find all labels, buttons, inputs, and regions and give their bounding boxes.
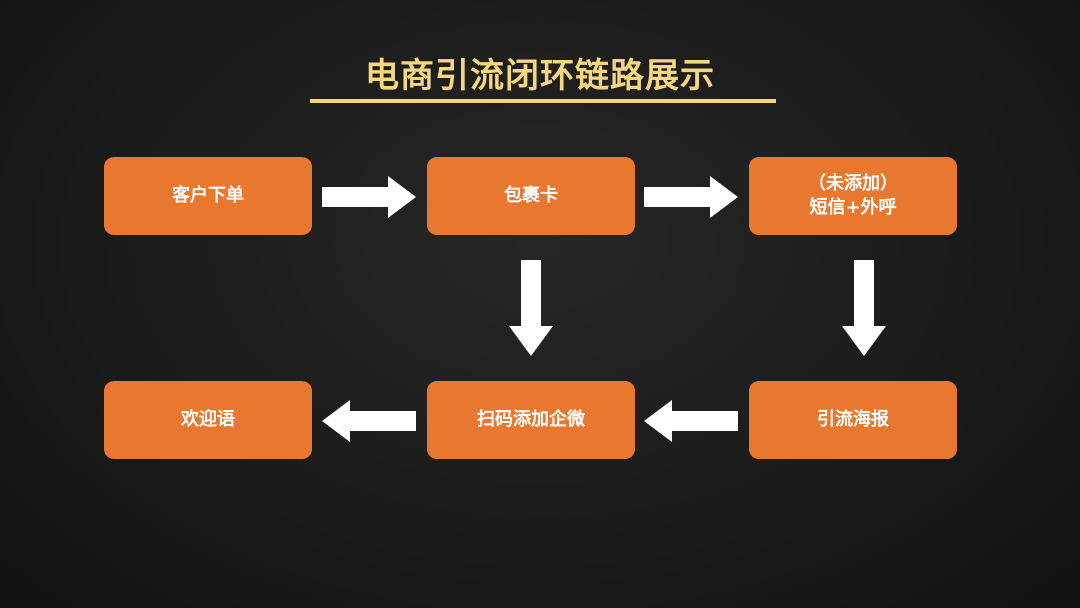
arrow-right-icon: [322, 176, 416, 218]
arrow-down-icon: [509, 260, 553, 356]
node-package-card: 包裹卡: [427, 157, 635, 235]
node-welcome: 欢迎语: [104, 381, 312, 459]
node-scan-add: 扫码添加企微: [427, 381, 635, 459]
arrow-down-icon: [842, 260, 886, 356]
node-sms-call: （未添加） 短信+外呼: [749, 157, 957, 235]
arrow-right-icon: [644, 176, 738, 218]
page-title: 电商引流闭环链路展示: [365, 56, 715, 96]
node-customer-order: 客户下单: [104, 157, 312, 235]
node-poster: 引流海报: [749, 381, 957, 459]
arrow-left-icon: [644, 400, 738, 442]
title-underline: [310, 99, 776, 103]
arrow-left-icon: [322, 400, 416, 442]
